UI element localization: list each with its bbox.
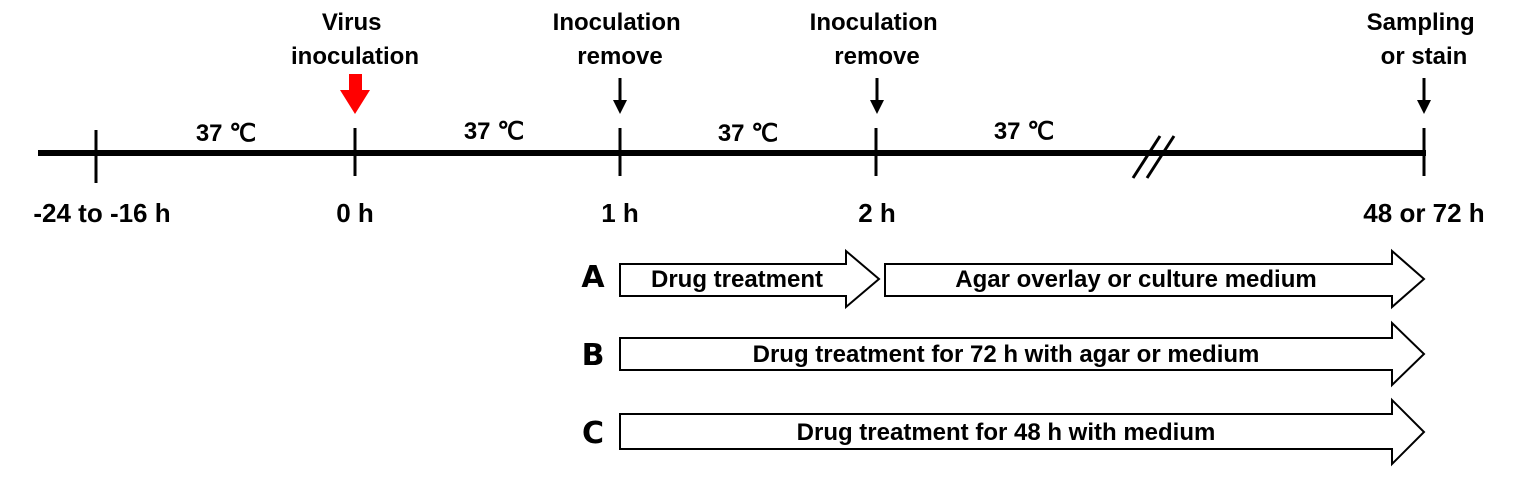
time-label: 48 or 72 h [1363, 198, 1484, 228]
inoculation-remove-arrow-2 [870, 78, 884, 114]
event-sampling-or-stain: Sampling or stain [1367, 9, 1482, 70]
sampling-arrow [1417, 78, 1431, 114]
protocol-a-segment-label: Agar overlay or culture medium [955, 266, 1316, 293]
protocol-a-arrow-agar-overlay [884, 248, 1426, 310]
time-label: 1 h [601, 198, 639, 228]
protocol-c-arrow [619, 397, 1426, 467]
axis-break-mark-2 [1145, 135, 1176, 179]
protocol-c: C Drug treatment for 48 h with medium [582, 397, 1426, 467]
virus-inoculation-arrow [340, 74, 370, 114]
protocol-a: A Drug treatment Agar overlay or culture… [581, 248, 1426, 310]
temperature-label: 37 ℃ [994, 118, 1054, 145]
protocol-letter: B [582, 338, 605, 373]
protocol-a-arrow-drug-treatment [619, 248, 881, 310]
protocol-a-segment-label: Drug treatment [651, 266, 823, 293]
protocol-letter: C [582, 416, 604, 451]
protocol-b-segment-label: Drug treatment for 72 h with agar or med… [753, 341, 1260, 368]
temperature-label: 37 ℃ [464, 118, 524, 145]
time-label: -24 to -16 h [33, 198, 170, 228]
event-inoculation-remove-2: Inoculation remove [810, 9, 945, 70]
protocol-b-arrow [619, 320, 1426, 388]
inoculation-remove-arrow-1 [613, 78, 627, 114]
protocol-letter: A [581, 260, 605, 295]
temperature-label: 37 ℃ [196, 120, 256, 147]
protocol-c-segment-label: Drug treatment for 48 h with medium [797, 419, 1216, 446]
event-virus-inoculation: Virus inoculation [291, 9, 419, 70]
temperature-label: 37 ℃ [718, 120, 778, 147]
axis-break-mark-1 [1131, 135, 1162, 179]
time-label: 2 h [858, 198, 896, 228]
time-label: 0 h [336, 198, 374, 228]
protocol-b: B Drug treatment for 72 h with agar or m… [582, 320, 1426, 388]
event-inoculation-remove-1: Inoculation remove [553, 9, 688, 70]
